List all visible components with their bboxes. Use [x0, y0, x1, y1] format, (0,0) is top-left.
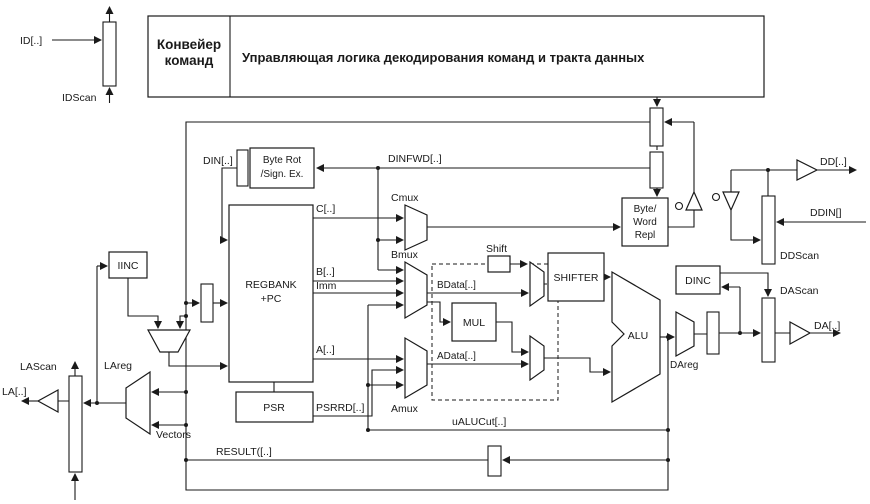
id-register [102, 21, 117, 87]
result-label: RESULT([..] [216, 446, 272, 458]
psrrd-bus [313, 366, 404, 417]
ualucut-label: uALUCut[..] [452, 416, 506, 428]
data-in-tristate-icon [685, 190, 703, 211]
pipeline-title-line2: команд [165, 53, 214, 68]
byte-rot-label-line1: Byte Rot [263, 155, 302, 166]
arrow-wires [21, 6, 866, 500]
shift-label: Shift [486, 243, 507, 255]
byte-word-repl-label-line1: Byte/ [634, 204, 657, 215]
id-label: ID[..] [20, 35, 42, 47]
regbank-label-line2: +PC [261, 293, 282, 305]
pipeline-title-line1: Конвейер [157, 37, 221, 52]
byte-rot-sign-ex-box [249, 147, 315, 189]
lascan-register [68, 375, 83, 473]
bus-wires [58, 121, 797, 491]
tristate-bubble-icon [674, 201, 684, 211]
alu-input-mux [529, 334, 545, 382]
dinfwd-label: DINFWD[..] [388, 153, 442, 165]
ddscan-register [761, 195, 776, 265]
dascan-register [761, 297, 776, 363]
alu-shape [611, 270, 661, 404]
regbank-box [228, 204, 314, 383]
iinc-label: IINC [118, 260, 139, 272]
mul-label: MUL [463, 317, 485, 329]
bmux-label: Bmux [391, 249, 419, 261]
c-bus-label: C[..] [316, 203, 335, 215]
din-label: DIN[..] [203, 155, 233, 167]
dareg-register [706, 311, 720, 355]
shifter-box [547, 252, 605, 302]
result-register [487, 445, 502, 477]
alu-label: ALU [628, 330, 648, 342]
ddscan-label: DDScan [780, 250, 819, 262]
psrrd-label: PSRRD[..] [316, 402, 365, 414]
bmux [404, 260, 428, 320]
din-register [236, 149, 249, 187]
shifter-label: SHIFTER [554, 272, 599, 284]
a-bus-label: A[..] [316, 344, 335, 356]
pc-register [200, 283, 214, 323]
psr-label: PSR [263, 402, 285, 414]
cmux-label: Cmux [391, 192, 419, 204]
vectors-label: Vectors [156, 429, 191, 441]
dd-label: DD[..] [820, 156, 847, 168]
byte-word-repl-box [621, 197, 669, 247]
da-label: DA[..] [814, 320, 840, 332]
dascan-label: DAScan [780, 285, 819, 297]
lareg-mux [125, 370, 151, 436]
regbank-label-line1: REGBANK [245, 279, 296, 291]
pipe-register-1 [649, 107, 664, 147]
imm-label: Imm [316, 280, 337, 292]
tristate-bubble-icon [711, 192, 721, 202]
mul-box [451, 302, 497, 342]
byte-word-repl-label-line3: Repl [635, 230, 656, 241]
amux [404, 336, 428, 400]
dareg-label: DAreg [670, 360, 698, 371]
psr-box [235, 391, 314, 423]
ddin-label: DDIN[] [810, 207, 842, 219]
pipe-register-2 [649, 151, 664, 189]
dareg-mux [675, 310, 695, 358]
la-buffer [36, 388, 59, 414]
lareg-label: LAreg [104, 360, 132, 372]
bdata-label: BData[..] [437, 280, 476, 291]
byte-word-repl-label-line2: Word [633, 217, 657, 228]
shift-amount-box [487, 255, 511, 273]
dinc-label: DINC [685, 275, 711, 287]
cmux [404, 204, 428, 251]
iinc-box [108, 251, 148, 279]
adata-label: AData[..] [437, 351, 476, 362]
dd-buffer [796, 159, 819, 181]
junction-dots [95, 166, 770, 462]
b-bus-label: B[..] [316, 266, 335, 278]
dinc-box [675, 265, 721, 295]
byte-rot-label-line2: /Sign. Ex. [261, 169, 304, 180]
control-logic-title: Управляющая логика декодирования команд … [242, 50, 645, 65]
lascan-label: LAScan [20, 361, 57, 373]
pc-mux [146, 329, 192, 353]
amux-label: Amux [391, 403, 419, 415]
da-buffer [789, 320, 812, 346]
idscan-label: IDScan [62, 92, 97, 104]
control-logic-box [147, 15, 765, 98]
la-label: LA[..] [2, 386, 27, 398]
shifter-input-mux [529, 260, 545, 308]
data-out-tristate-icon [722, 191, 740, 212]
